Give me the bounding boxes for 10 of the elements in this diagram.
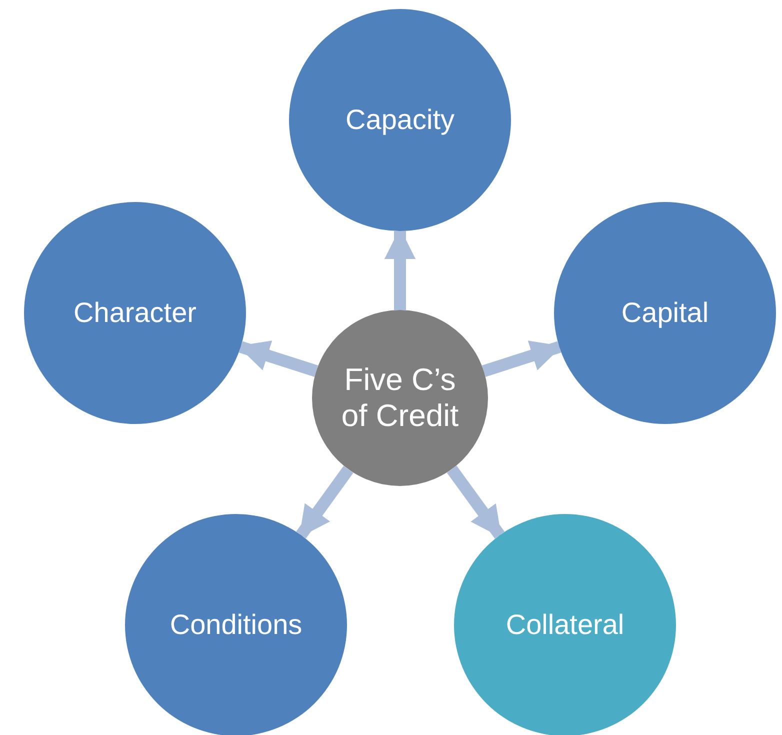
node-label: Character bbox=[74, 296, 196, 330]
node-label: Capacity bbox=[346, 104, 454, 136]
arrow bbox=[482, 340, 562, 377]
arrow bbox=[238, 340, 318, 377]
arrow bbox=[446, 466, 505, 539]
node-label: Capital bbox=[621, 296, 709, 330]
arrow bbox=[296, 466, 354, 539]
node-label: Collateral bbox=[506, 608, 624, 642]
node-label: Conditions bbox=[170, 608, 302, 642]
node-label: Five C’s of Credit bbox=[340, 362, 460, 434]
